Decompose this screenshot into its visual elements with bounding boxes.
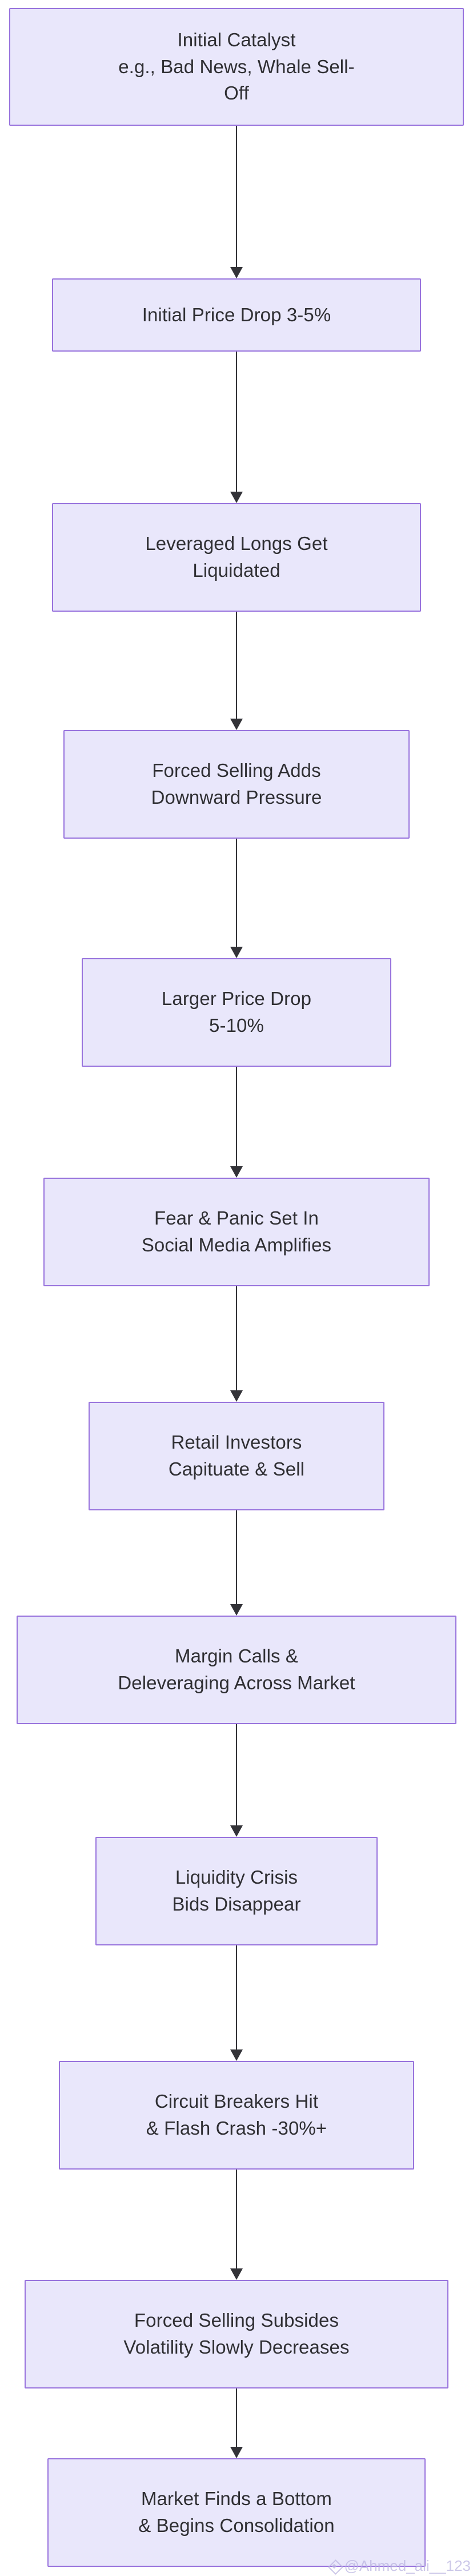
node-label-line: Larger Price Drop <box>161 988 312 1010</box>
flow-node-n10[interactable]: Circuit Breakers Hit & Flash Crash -30%+ <box>59 2061 414 2170</box>
flow-node-n8[interactable]: Margin Calls & Deleveraging Across Market <box>17 1616 456 1724</box>
edge-line <box>236 1724 237 1826</box>
edge-line <box>236 352 237 492</box>
edge-line <box>236 839 237 947</box>
node-label-line: Retail Investors <box>171 1431 302 1453</box>
node-label-line: e.g., Bad News, Whale Sell- <box>118 55 355 77</box>
node-label-line: Social Media Amplifies <box>141 1234 332 1255</box>
arrowhead-icon <box>230 1390 243 1402</box>
arrowhead-icon <box>230 2268 243 2280</box>
node-label-line: Liquidity Crisis <box>175 1867 298 1888</box>
edge-line <box>236 1945 237 2050</box>
node-label-line: Forced Selling Adds <box>152 760 321 781</box>
node-label-line: & Begins Consolidation <box>138 2515 335 2536</box>
edge-line <box>236 1067 237 1167</box>
node-label-line: Fear & Panic Set In <box>154 1207 319 1229</box>
arrowhead-icon <box>230 1166 243 1178</box>
node-label-line: Forced Selling Subsides <box>134 2310 339 2331</box>
edge-line <box>236 1510 237 1605</box>
flow-node-n6[interactable]: Fear & Panic Set In Social Media Amplifie… <box>43 1178 430 1286</box>
node-label-line: Downward Pressure <box>151 787 322 808</box>
node-label-line: Circuit Breakers Hit <box>154 2091 319 2112</box>
flow-node-n12[interactable]: Market Finds a Bottom & Begins Consolidat… <box>47 2458 426 2567</box>
edge-line <box>236 2388 237 2447</box>
node-label-line: Off <box>224 82 249 104</box>
arrowhead-icon <box>230 1825 243 1837</box>
node-label-line: Capituate & Sell <box>168 1458 305 1480</box>
arrowhead-icon <box>230 267 243 278</box>
edge-line <box>236 2170 237 2269</box>
edge-line <box>236 1286 237 1391</box>
edge-line <box>236 612 237 719</box>
arrowhead-icon <box>230 947 243 958</box>
node-label-line: Initial Catalyst <box>177 29 296 50</box>
node-label-line: Bids Disappear <box>172 1893 301 1915</box>
arrowhead-icon <box>230 2447 243 2458</box>
node-label-line: Liquidated <box>193 560 280 581</box>
edge-line <box>236 126 237 268</box>
flow-node-n2[interactable]: Initial Price Drop 3-5% <box>52 278 421 352</box>
node-label-line: & Flash Crash -30%+ <box>146 2118 327 2139</box>
node-label-line: Margin Calls & <box>175 1645 298 1667</box>
node-label-line: Initial Price Drop 3-5% <box>142 304 331 325</box>
flow-node-n5[interactable]: Larger Price Drop 5-10% <box>82 958 391 1067</box>
node-label-line: Market Finds a Bottom <box>141 2488 332 2510</box>
flow-node-n1[interactable]: Initial Catalyst e.g., Bad News, Whale Se… <box>9 8 464 126</box>
arrowhead-icon <box>230 2049 243 2061</box>
arrowhead-icon <box>230 1604 243 1616</box>
node-label-line: Volatility Slowly Decreases <box>123 2336 350 2358</box>
node-label-line: Leveraged Longs Get <box>145 533 328 555</box>
node-label-line: 5-10% <box>209 1015 264 1036</box>
arrowhead-icon <box>230 492 243 503</box>
arrowhead-icon <box>230 719 243 730</box>
node-label-line: Deleveraging Across Market <box>118 1672 355 1693</box>
